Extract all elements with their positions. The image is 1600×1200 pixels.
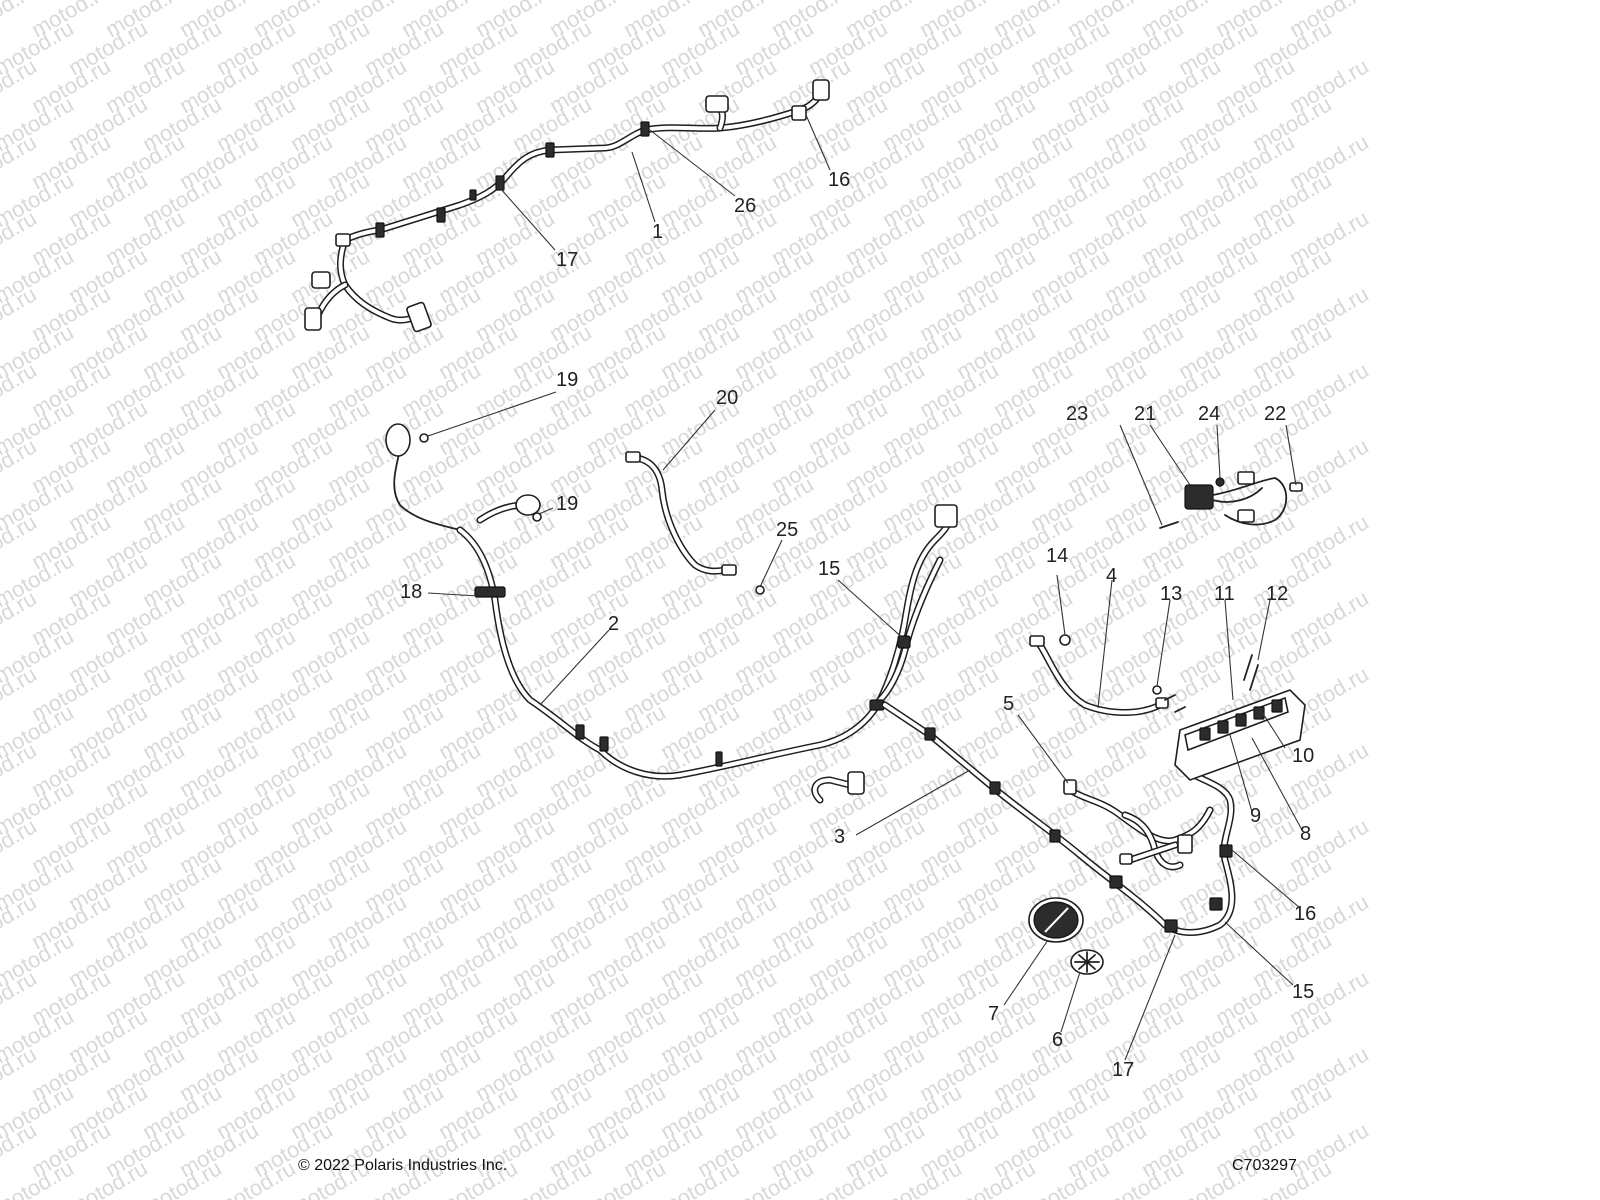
- callout-13: 13: [1160, 583, 1182, 605]
- callout-15-lower: 15: [1292, 981, 1314, 1003]
- copyright-text: © 2022 Polaris Industries Inc.: [298, 1157, 507, 1174]
- callout-23: 23: [1066, 403, 1088, 425]
- callout-19-lower: 19: [556, 493, 578, 515]
- callout-12: 12: [1266, 583, 1288, 605]
- callout-24: 24: [1198, 403, 1220, 425]
- cable-4: [1029, 635, 1169, 716]
- callout-9: 9: [1250, 805, 1261, 827]
- grommets: [1028, 897, 1104, 975]
- callout-14: 14: [1046, 545, 1068, 567]
- callout-15-upper: 15: [818, 558, 840, 580]
- harness-1: [304, 79, 830, 333]
- callout-3: 3: [834, 826, 845, 848]
- callout-8: 8: [1300, 823, 1311, 845]
- callout-17-top: 17: [556, 249, 578, 271]
- callout-labels: 1 26 16 17 19 19 20 25 18 15 2 23 21 24 …: [400, 169, 1316, 1081]
- fuse-box: [1174, 689, 1306, 781]
- callout-6: 6: [1052, 1029, 1063, 1051]
- relay-21: [1159, 471, 1303, 529]
- callout-16-lower: 16: [1294, 903, 1316, 925]
- callout-26: 26: [734, 195, 756, 217]
- harness-3: [881, 701, 1236, 936]
- fasteners: [419, 433, 1259, 713]
- loose-cable: [811, 771, 865, 804]
- callout-19-upper: 19: [556, 369, 578, 391]
- callout-1: 1: [652, 221, 663, 243]
- callout-16-top: 16: [828, 169, 850, 191]
- leader-lines: [427, 114, 1303, 1061]
- watermark-text: motod.ru: [0, 1155, 4, 1200]
- callout-18: 18: [400, 581, 422, 603]
- callout-2: 2: [608, 613, 619, 635]
- callout-20: 20: [716, 387, 738, 409]
- cable-20: [625, 451, 737, 576]
- callout-25: 25: [776, 519, 798, 541]
- callout-21: 21: [1134, 403, 1156, 425]
- figure-code: C703297: [1232, 1157, 1297, 1174]
- callout-22: 22: [1264, 403, 1286, 425]
- callout-10: 10: [1292, 745, 1314, 767]
- callout-5: 5: [1003, 693, 1014, 715]
- callout-7: 7: [988, 1003, 999, 1025]
- callout-11: 11: [1214, 583, 1235, 605]
- harness-5: [1063, 779, 1214, 871]
- harness-2: [385, 423, 958, 780]
- callout-4: 4: [1106, 565, 1117, 587]
- callout-17-lower: 17: [1112, 1059, 1134, 1081]
